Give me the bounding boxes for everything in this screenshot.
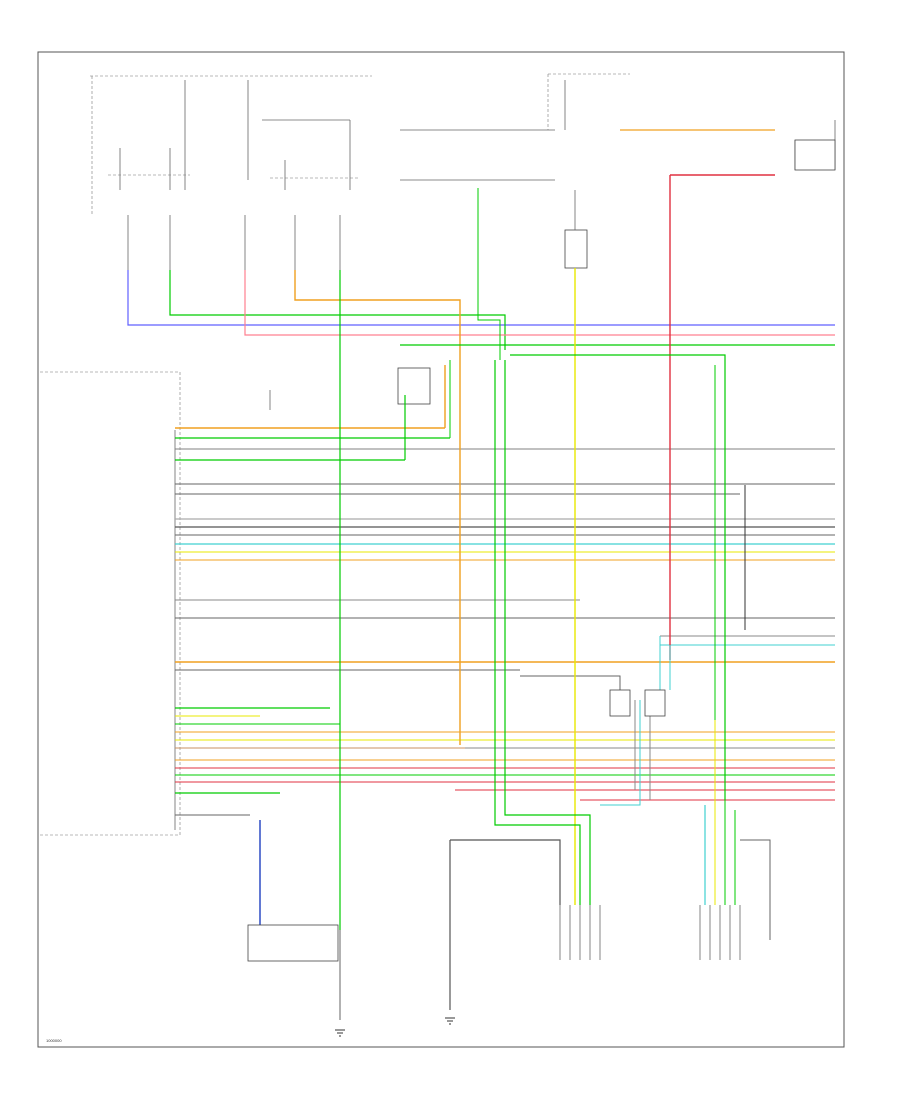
sensor-box — [564, 229, 588, 269]
fuse-relay-block — [90, 75, 372, 270]
connector-pins-left — [559, 905, 601, 960]
relay-box-lower — [609, 689, 631, 717]
switch-module — [397, 367, 431, 405]
relay-box-lower-2 — [644, 689, 666, 717]
figure-code: 1000000 — [46, 1038, 62, 1043]
battery-area — [794, 120, 836, 171]
vertical-wires — [259, 129, 775, 1020]
upper-fanout-wires — [127, 188, 835, 930]
fuel-pump-module — [247, 924, 339, 962]
connector-pins-right — [699, 905, 741, 960]
pcm-connector — [40, 371, 181, 836]
diagram-border — [37, 51, 845, 1048]
ground-icon — [335, 1029, 345, 1037]
relay-group-top — [400, 73, 630, 269]
ground-icon — [445, 1017, 455, 1025]
